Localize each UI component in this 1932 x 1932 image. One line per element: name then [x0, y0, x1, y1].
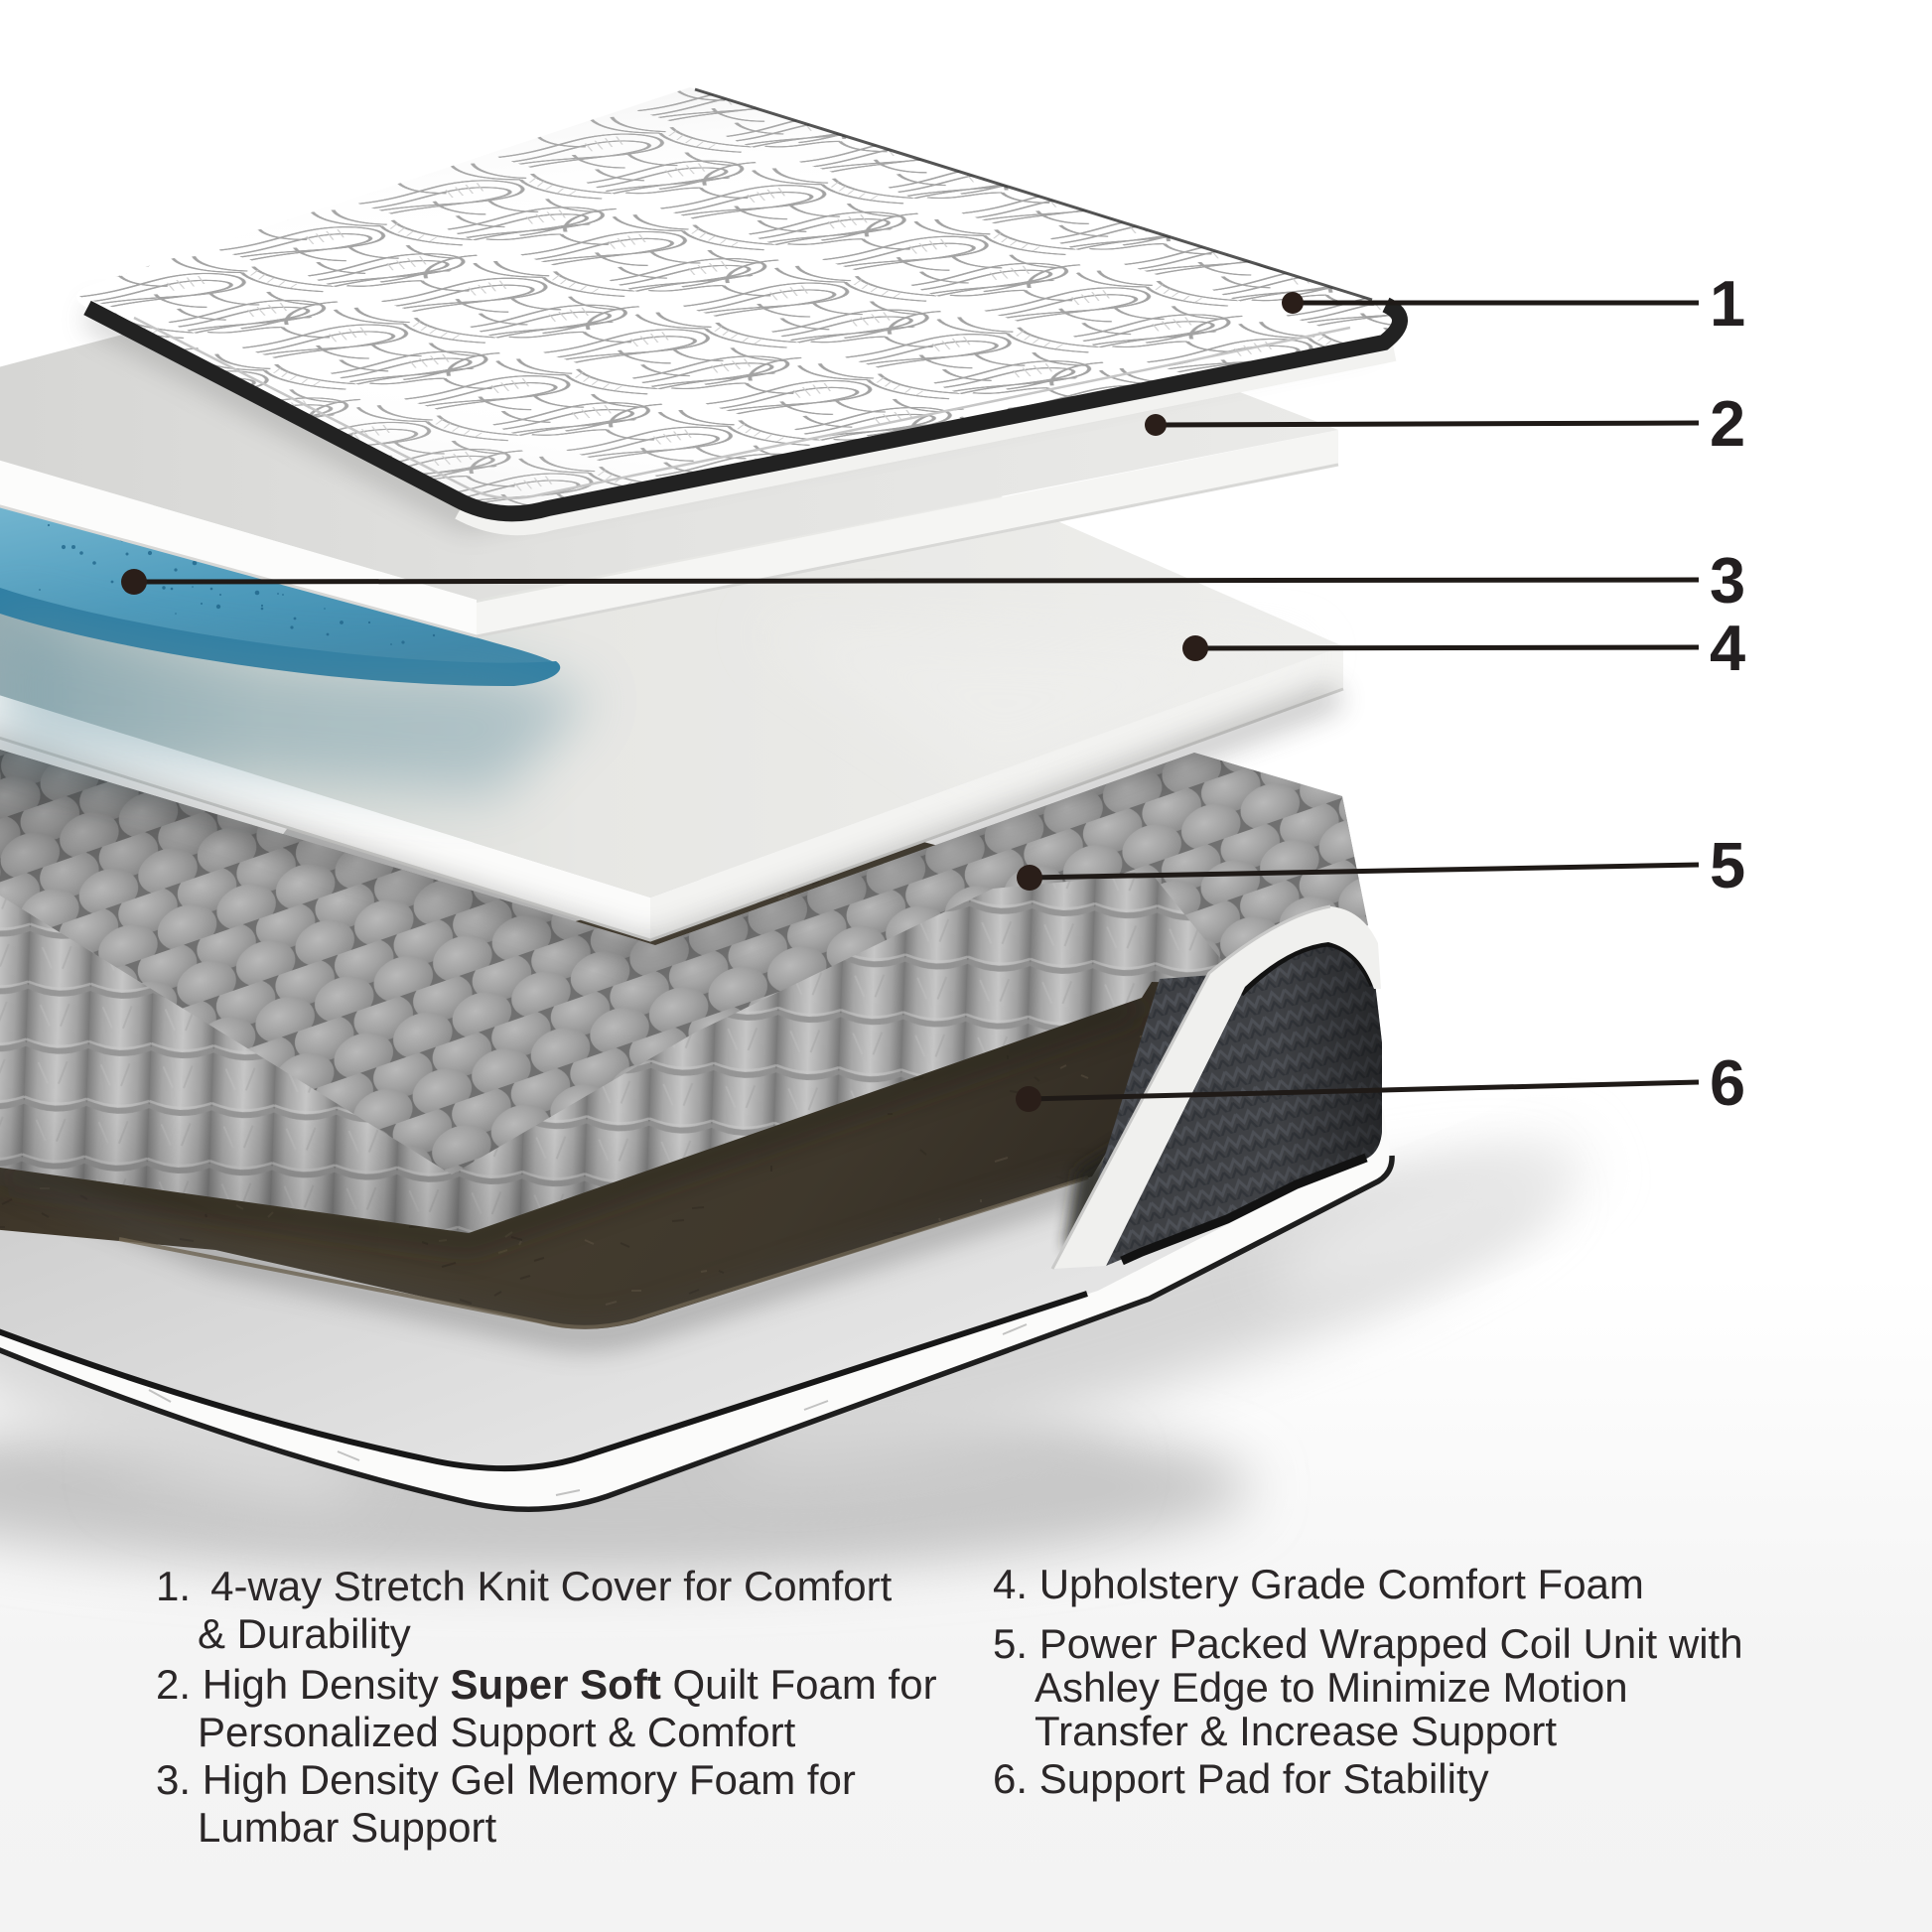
- svg-text:5: 5: [1710, 829, 1745, 901]
- svg-text:6: 6: [1710, 1046, 1745, 1119]
- svg-text:3: 3: [1710, 544, 1745, 617]
- svg-text:1: 1: [1710, 267, 1745, 340]
- svg-text:2: 2: [1710, 387, 1745, 460]
- svg-text:4: 4: [1710, 612, 1745, 684]
